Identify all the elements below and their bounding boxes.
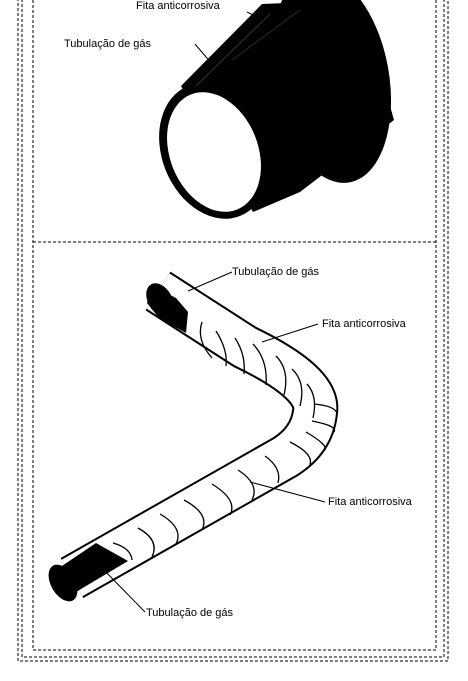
panel-borders <box>32 0 437 651</box>
bottom-leaders <box>101 271 326 613</box>
pipe-opening-interior <box>167 92 261 212</box>
label-tape-lower: Fita anticorrosiva <box>328 496 413 508</box>
tape-wrap-arcs <box>112 321 338 561</box>
outer-frame <box>17 0 449 662</box>
label-pipe-top: Tubulação de gás <box>64 38 152 50</box>
wrapped-pipe-section <box>159 0 394 219</box>
label-pipe-bottom-end: Tubulação de gás <box>146 607 234 619</box>
label-tape-bend: Fita anticorrosiva <box>322 318 407 330</box>
pipe-end-cap-bottom <box>48 564 78 602</box>
pipe-end-cap-top <box>146 283 174 317</box>
top-leaders <box>194 11 265 65</box>
bent-pipe <box>48 271 339 602</box>
label-tape-top: Fita anticorrosiva <box>136 0 221 12</box>
label-pipe-top-end: Tubulação de gás <box>232 266 320 278</box>
